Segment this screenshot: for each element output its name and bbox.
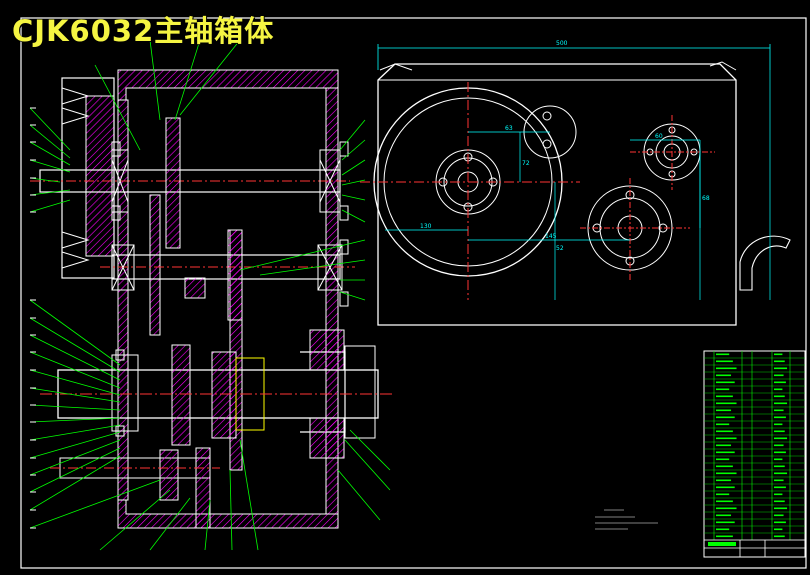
table-cell-mark (774, 374, 784, 377)
table-cell-mark (774, 360, 785, 363)
dim-bore-3: 68 (702, 195, 710, 202)
table-cell-mark (774, 430, 785, 433)
overall-width-label: 500 (556, 40, 568, 47)
table-cell-mark (716, 535, 733, 538)
table-cell-mark (716, 486, 735, 489)
table-cell-mark (774, 514, 784, 517)
bolts (111, 141, 349, 437)
table-cell-mark (716, 479, 732, 482)
table-cell-mark (716, 507, 737, 510)
gear-4 (184, 277, 206, 299)
table-cell-mark (716, 437, 737, 440)
table-cell-mark (716, 381, 735, 384)
side-view: 500 (360, 40, 791, 326)
housing-wall-bottom (117, 499, 339, 529)
gear-1 (165, 117, 181, 249)
table-cell-mark (774, 409, 784, 412)
table-cell-mark (716, 514, 732, 517)
dim-bore-2: 72 (522, 160, 530, 167)
lower-shaft (50, 447, 220, 529)
table-cell-mark (716, 472, 737, 475)
table-cell-mark (716, 409, 732, 412)
table-cell-mark (716, 444, 732, 447)
housing-outline (377, 63, 737, 326)
table-cell-mark (774, 535, 785, 538)
technical-notes (595, 509, 658, 530)
table-cell-mark (716, 402, 737, 405)
table-cell-mark (774, 381, 786, 384)
table-cell-mark (716, 458, 730, 461)
table-cell-mark (774, 528, 783, 531)
drawing-border (20, 17, 807, 569)
leader-number-ticks (30, 107, 36, 529)
table-cell-mark (716, 353, 730, 356)
dim-left-width: 130 (420, 223, 432, 230)
title-block (703, 539, 806, 558)
housing-wall-top (117, 69, 339, 101)
table-cell-mark (774, 507, 788, 510)
table-cell-mark (774, 465, 785, 468)
table-cell-mark (774, 479, 784, 482)
leader-lines-left (29, 39, 259, 551)
table-cell-mark (716, 465, 733, 468)
table-cell-mark (774, 458, 783, 461)
bearings-shaft-1 (111, 149, 341, 213)
table-cell-mark (716, 360, 733, 363)
table-cell-mark (774, 486, 786, 489)
housing-wall-left (117, 99, 129, 501)
table-cell-mark (716, 423, 730, 426)
table-cell-mark (716, 416, 735, 419)
table-cell-mark (774, 521, 786, 524)
table-cell-mark (716, 430, 733, 433)
dim-height-1: 52 (556, 245, 564, 252)
table-cell-mark (716, 395, 733, 398)
table-cell-mark (716, 374, 732, 377)
table-cell-mark (774, 437, 788, 440)
table-cell-mark (774, 353, 783, 356)
table-cell-mark (716, 493, 730, 496)
table-cell-mark (774, 472, 788, 475)
table-cell-mark (774, 451, 786, 454)
gear-3 (227, 229, 243, 321)
table-cell-mark (716, 521, 735, 524)
side-view-dimensions (385, 70, 771, 300)
table-cell-mark (716, 388, 730, 391)
housing-wall-right (325, 87, 339, 515)
dim-center-dist: 145 (545, 233, 557, 240)
table-cell-mark (774, 367, 788, 370)
table-cell-mark (716, 451, 735, 454)
parts-list-table (703, 350, 806, 558)
table-cell-mark (716, 500, 733, 503)
table-cell-mark (716, 528, 730, 531)
table-cell-mark (774, 402, 788, 405)
lever-handle (739, 235, 791, 291)
overall-width-dimension (377, 44, 771, 70)
parts-list-rows (704, 357, 805, 534)
table-cell-mark (774, 500, 785, 503)
table-cell-mark (774, 388, 783, 391)
table-cell-mark (716, 367, 737, 370)
table-cell-mark (774, 493, 783, 496)
dim-bore-1: 63 (505, 125, 513, 132)
leader-lines-right (239, 119, 391, 521)
page-title: CJK6032主轴箱体 (12, 14, 275, 48)
table-cell-mark (774, 423, 783, 426)
dim-height-2: 60 (655, 133, 663, 140)
table-cell-mark (774, 395, 785, 398)
section-view (29, 39, 392, 551)
main-spindle (40, 329, 392, 459)
bearings-shaft-2 (111, 244, 343, 291)
parts-list-cell-marks (716, 353, 788, 538)
pulley (61, 77, 115, 279)
table-cell-mark (774, 416, 786, 419)
table-cell-mark (774, 444, 784, 447)
gear-2 (149, 194, 161, 336)
